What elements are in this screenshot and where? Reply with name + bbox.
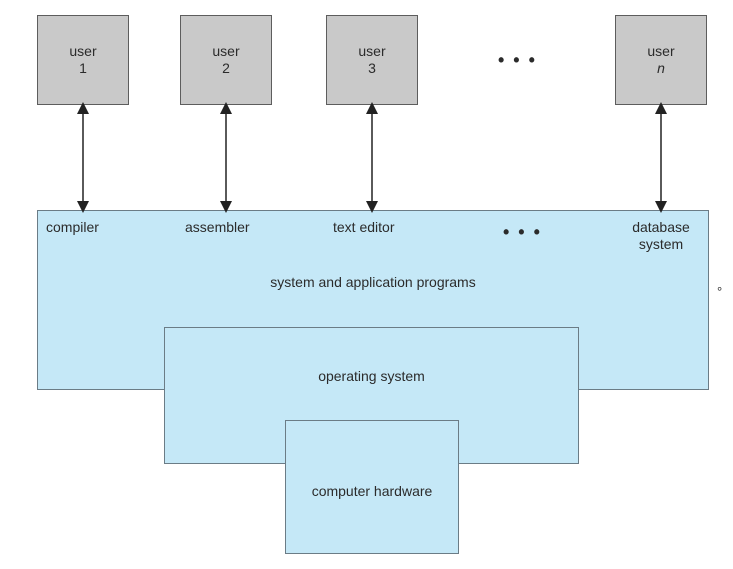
user-box-3: user 3 bbox=[326, 15, 418, 105]
user-id: 3 bbox=[368, 60, 376, 76]
computer-hardware-label: computer hardware bbox=[311, 483, 433, 499]
user-id: 2 bbox=[222, 60, 230, 76]
assembler-label: assembler bbox=[185, 219, 250, 235]
database-system-label: database system bbox=[620, 219, 702, 253]
user-ellipsis: • • • bbox=[498, 50, 537, 70]
user-label: user bbox=[358, 43, 386, 59]
user-label: user bbox=[647, 43, 675, 59]
user-label: user bbox=[212, 43, 240, 59]
text-editor-label: text editor bbox=[333, 219, 395, 235]
degree-mark: ° bbox=[717, 284, 723, 299]
user-id: n bbox=[657, 60, 665, 76]
user-box-1: user 1 bbox=[37, 15, 129, 105]
computer-hardware-layer bbox=[285, 420, 459, 554]
operating-system-label: operating system bbox=[318, 368, 425, 384]
user-box-n: user n bbox=[615, 15, 707, 105]
system-application-programs-label: system and application programs bbox=[270, 274, 476, 290]
user-id: 1 bbox=[79, 60, 87, 76]
user-label: user bbox=[69, 43, 97, 59]
database-line-2: system bbox=[638, 236, 684, 252]
database-line-1: database bbox=[632, 219, 690, 235]
program-ellipsis: • • • bbox=[503, 222, 542, 242]
compiler-label: compiler bbox=[46, 219, 99, 235]
user-box-2: user 2 bbox=[180, 15, 272, 105]
